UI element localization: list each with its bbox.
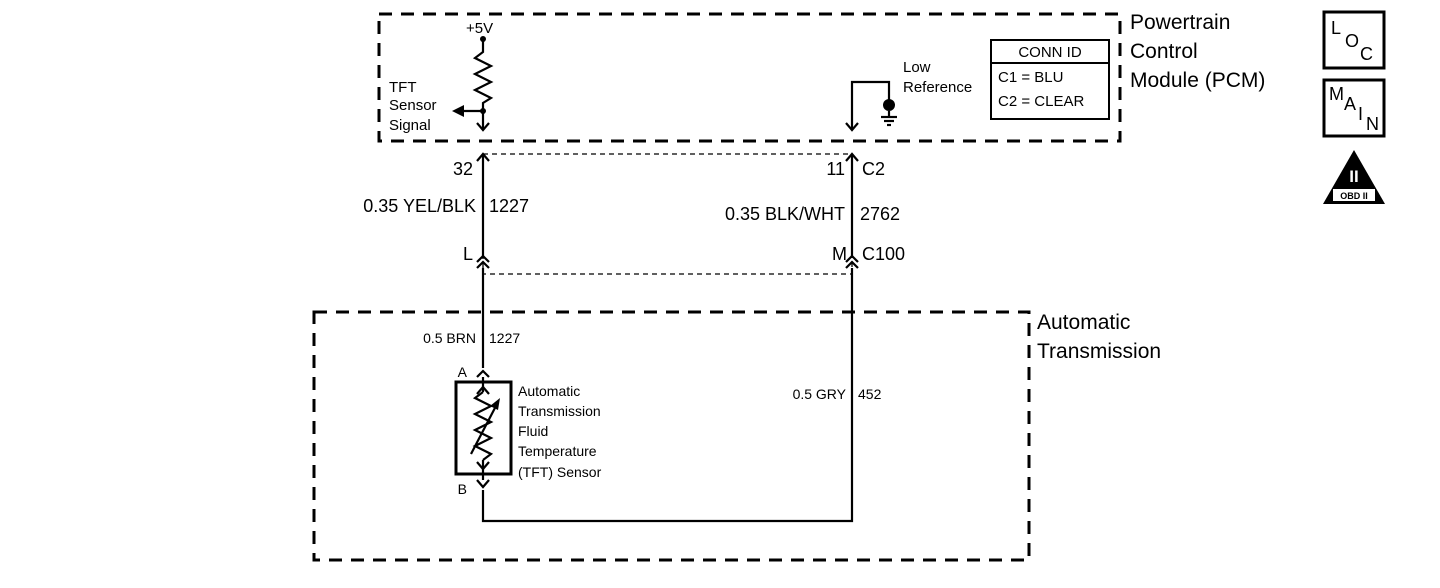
- ground-node: [883, 99, 895, 111]
- wire-2762-gauge-color: 0.35 BLK/WHT: [725, 204, 845, 224]
- resistor-zigzag: [472, 39, 494, 111]
- pcm-pin-right-arrow-icon: [845, 122, 859, 132]
- conn-id-title: CONN ID: [1018, 44, 1082, 61]
- wire-2762-circuit: 2762: [860, 204, 900, 224]
- sensor-inner-top-arrow-icon: [476, 385, 490, 395]
- lowref-label-line1: Low: [903, 59, 931, 76]
- wire-brn-label: 0.5 BRN: [423, 330, 476, 346]
- sensor-pin-a: A: [458, 364, 468, 380]
- supply-label: +5V: [466, 20, 493, 37]
- wire-1227-gauge-color: 0.35 YEL/BLK: [363, 196, 476, 216]
- main-icon-i: I: [1358, 104, 1363, 124]
- lowref-wire: [850, 80, 891, 129]
- c100-name: C100: [862, 244, 905, 264]
- main-icon-n: N: [1366, 114, 1379, 134]
- sensor-pin-a-arrow-icon: [476, 369, 490, 378]
- conn-id-border: [990, 39, 1110, 120]
- c100-m-lower-arrow-icon: [845, 260, 859, 269]
- pcm-pin-11: 11: [826, 159, 845, 179]
- sensor-pin-b-arrow-icon: [476, 479, 490, 489]
- pcm-module: Powertrain Control Module (PCM) +5V TFT …: [377, 11, 1265, 143]
- sensor-label-line2: Transmission: [518, 403, 601, 419]
- pcm-title-line1: Powertrain: [1130, 11, 1230, 34]
- wire-1227-circuit: 1227: [489, 196, 529, 216]
- loc-icon-l: L: [1331, 18, 1341, 38]
- pcm-boundary: [377, 12, 1122, 143]
- pcm-connector-pins: 32 11 C2: [453, 152, 885, 179]
- obd-roman: II: [1349, 167, 1358, 186]
- c100-pin-l: L: [463, 244, 473, 264]
- main-icon[interactable]: M A I N: [1322, 78, 1386, 138]
- wire-brn-circuit: 1227: [489, 330, 520, 346]
- pcm-pin-left-arrow-icon: [476, 122, 490, 132]
- variable-arrow-shaft: [470, 403, 498, 455]
- wire-452-lower: [481, 268, 854, 523]
- signal-label-line3: Signal: [389, 117, 431, 134]
- loc-icon-o: O: [1345, 31, 1359, 51]
- variable-arrow-head-icon: [490, 398, 500, 410]
- transmission-boundary: [312, 310, 1031, 562]
- pcm-pin-32: 32: [453, 159, 473, 179]
- lowref-label-line2: Reference: [903, 79, 972, 96]
- conn-id-row1: C1 = BLU: [998, 69, 1063, 86]
- transmission-title-line2: Transmission: [1037, 340, 1161, 363]
- loc-icon[interactable]: L O C: [1322, 10, 1386, 70]
- obd-caption-bg: [1333, 189, 1375, 201]
- sensor-inner-bottom-arrow-icon: [476, 461, 490, 471]
- sensor-pin-b: B: [458, 481, 467, 497]
- sensor-label-line3: Fluid: [518, 423, 548, 439]
- c100-m-upper-arrow-icon: [845, 254, 859, 263]
- connector-c100: L M C100: [463, 244, 905, 269]
- transmission-module: Automatic Transmission 0.5 BRN 1227 0.5 …: [312, 268, 1161, 562]
- sensor-label-line5: (TFT) Sensor: [518, 464, 602, 480]
- transmission-title-line1: Automatic: [1037, 311, 1130, 334]
- thermistor-zigzag-icon: [472, 391, 494, 461]
- wire-gry-circuit: 452: [858, 386, 882, 402]
- obd-ii-icon[interactable]: II OBD II: [1323, 150, 1385, 204]
- signal-label-line2: Sensor: [389, 97, 437, 114]
- c100-l-lower-arrow-icon: [476, 260, 490, 269]
- sensor-label-line1: Automatic: [518, 383, 580, 399]
- pcm-title-line2: Control: [1130, 40, 1198, 63]
- c100-l-upper-arrow-icon: [476, 254, 490, 263]
- main-icon-m: M: [1329, 84, 1344, 104]
- loc-icon-frame: [1322, 10, 1386, 70]
- obd-caption: OBD II: [1340, 191, 1368, 201]
- tft-sensor: [454, 377, 513, 480]
- pcm-connector-c2: C2: [862, 159, 885, 179]
- wire-gry-label: 0.5 GRY: [793, 386, 847, 402]
- c100-pin-m: M: [832, 244, 847, 264]
- signal-label-line1: TFT: [389, 79, 417, 96]
- loc-icon-c: C: [1360, 44, 1373, 64]
- sensor-label-line4: Temperature: [518, 443, 597, 459]
- low-reference: [845, 80, 897, 132]
- conn-id-row2: C2 = CLEAR: [998, 93, 1084, 110]
- pcm-title-line3: Module (PCM): [1130, 69, 1265, 92]
- upper-harness: 0.35 YEL/BLK 1227 0.35 BLK/WHT 2762: [363, 154, 900, 257]
- main-icon-a: A: [1344, 94, 1356, 114]
- conn-id-table: CONN ID C1 = BLU C2 = CLEAR: [990, 39, 1110, 120]
- signal-arrow-icon: [452, 105, 464, 117]
- main-icon-frame: [1322, 78, 1386, 138]
- pullup-resistor: +5V: [452, 20, 494, 132]
